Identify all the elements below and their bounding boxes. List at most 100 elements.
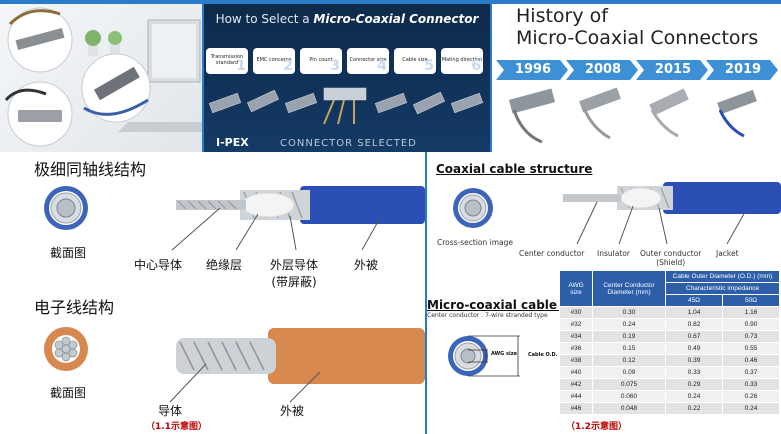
connector-1996	[508, 88, 556, 114]
year-2019: 2019	[724, 62, 762, 77]
outer-conductor-sub: (带屏蔽)	[271, 275, 317, 289]
cell-45: 0.67	[665, 330, 723, 343]
selection-guide-panel: How to Select a Micro-Coaxial Connector …	[204, 4, 490, 152]
cell-awg: #36	[559, 342, 593, 355]
wire-jacket-label-cn: 外被	[280, 404, 305, 418]
conductor-label-cn: 导体	[158, 404, 183, 418]
coax-illustration-en	[453, 182, 781, 245]
cell-50: 0.24	[722, 402, 780, 415]
history-title-line2: Micro-Coaxial Connectors	[516, 26, 759, 49]
coax-title-cn: 极细同轴线结构	[34, 160, 147, 179]
connector-2008	[579, 87, 621, 113]
cell-50: 0.37	[722, 366, 780, 379]
electronic-wire-title-cn: 电子线结构	[34, 298, 115, 317]
cell-center: 0.075	[592, 378, 666, 391]
wire-strand	[61, 352, 71, 362]
cell-awg: #32	[559, 318, 593, 331]
outer-conductor-label-en: Outer conductor (Shield)	[640, 249, 701, 267]
figure-caption-1-2: （1.2示意图）	[566, 422, 627, 432]
cable-1	[8, 9, 61, 26]
lineup-connector	[246, 89, 280, 113]
en-cross-section-core	[464, 199, 482, 217]
coax-title-en: Coaxial cable structure	[436, 162, 593, 176]
cell-awg: #44	[559, 390, 593, 403]
coax-cross-section-label-cn: 截面图	[50, 246, 87, 260]
year-arrow	[566, 60, 638, 80]
cell-center: 0.048	[592, 402, 666, 415]
lineup-connector	[412, 91, 446, 115]
wire-strands	[179, 341, 265, 371]
center-conductor-label-en: Center conductor	[519, 249, 585, 258]
cell-50: 0.55	[722, 342, 780, 355]
insulator-label-cn: 绝缘层	[206, 258, 243, 272]
cell-awg: #42	[559, 378, 593, 391]
micro-coax-size-title: Micro-coaxial cable size	[427, 298, 588, 312]
cell-center: 0.24	[592, 318, 666, 331]
coax-jacket	[300, 186, 425, 224]
plant-pot	[88, 44, 98, 56]
outer-conductor-label-cn: 外层导体 (带屏蔽)	[270, 256, 318, 290]
cell-awg: #38	[559, 354, 593, 367]
connector-1	[15, 27, 65, 51]
selection-guide-title: How to Select a Micro-Coaxial Connector	[204, 12, 490, 26]
en-leader-center	[576, 201, 598, 245]
cell-45: 0.49	[665, 342, 723, 355]
cross-section-label-en: Cross-section image	[437, 238, 514, 247]
cell-center: 0.09	[592, 366, 666, 379]
history-connectors	[508, 87, 757, 144]
lineup-cable	[337, 99, 345, 125]
year-2015: 2015	[654, 62, 692, 77]
step-label: EMC concerns	[256, 57, 292, 64]
connector-2015	[649, 88, 689, 116]
awg-size-label: AWG size	[491, 351, 517, 357]
cell-45: 0.24	[665, 390, 723, 403]
cell-45: 0.22	[665, 402, 723, 415]
year-arrow	[496, 60, 568, 80]
lineup-connector	[284, 92, 318, 114]
connector-photo-panel	[0, 4, 202, 152]
step-number: 6	[471, 57, 481, 74]
en-coax-core	[563, 194, 621, 202]
lineup-connector	[374, 92, 408, 114]
leader-center	[171, 207, 221, 251]
step-label: Mating direction	[441, 57, 483, 64]
coax-core-strands	[177, 200, 237, 210]
cell-50: 0.46	[722, 354, 780, 367]
lineup-cable	[323, 99, 335, 125]
connector-selected-text: CONNECTOR SELECTED	[280, 138, 417, 149]
cell-center: 0.060	[592, 390, 666, 403]
header-45-ohm: 45Ω	[665, 294, 723, 307]
en-leader-insulator	[618, 205, 634, 245]
en-leader-jacket	[726, 211, 746, 245]
cell-center: 0.19	[592, 330, 666, 343]
cable-od-label: Cable O.D.	[528, 352, 558, 358]
cell-50: 0.73	[722, 330, 780, 343]
leader-jacket	[361, 217, 381, 251]
en-leader-outer	[658, 207, 668, 245]
step-label: Connector size	[349, 57, 387, 64]
history-panel: History of Micro-Coaxial Connectors 1996…	[492, 4, 781, 152]
history-title: History of Micro-Coaxial Connectors	[516, 5, 759, 50]
selection-title-plain: How to Select a	[215, 12, 314, 26]
selection-title-bold: Micro-Coaxial Connector	[313, 12, 479, 26]
connector-lineup	[208, 87, 484, 125]
coax-cross-section-core	[56, 198, 76, 218]
cable-2	[83, 98, 149, 116]
wire-strand	[61, 336, 71, 346]
cell-45: 0.39	[665, 354, 723, 367]
step-number: 1	[236, 57, 246, 74]
plant-pot-2	[110, 44, 120, 56]
laptop-base	[118, 122, 202, 132]
figure-caption-1-1: （1.1示意图）	[146, 422, 207, 432]
header-cable-od: Cable Outer Diameter (O.D.) (mm)	[665, 270, 780, 283]
cell-45: 0.29	[665, 378, 723, 391]
cable-3	[4, 88, 47, 102]
